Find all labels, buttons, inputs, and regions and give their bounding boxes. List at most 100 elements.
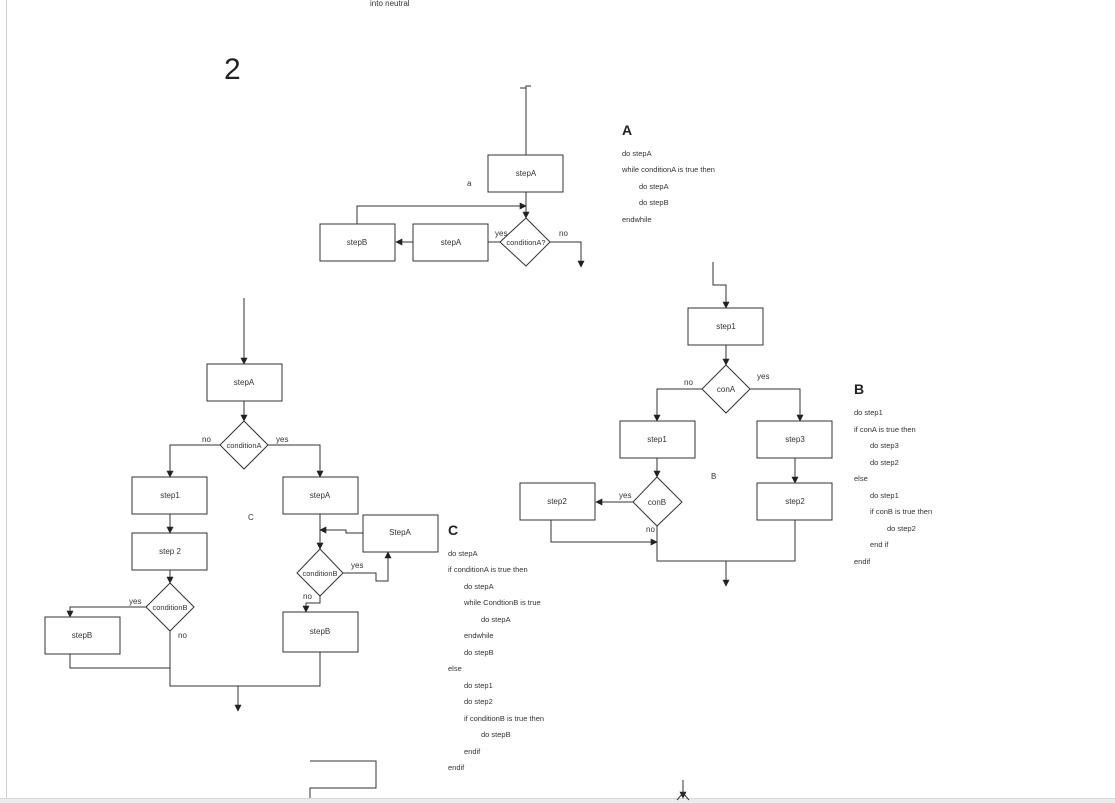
diagram-c-code-line: do stepA	[481, 615, 511, 624]
diagram-c-stepA-top-box	[206, 363, 283, 402]
diagram-a-stepB-box	[319, 223, 396, 262]
diagram-a-lines	[356, 85, 585, 268]
diagram-b-step3-label: step3	[785, 435, 805, 444]
partial-diamond-bottom	[676, 792, 690, 801]
diagram-c-code-line: do stepB	[464, 648, 494, 657]
diagram-c-conditionA-label: conditionA	[226, 441, 261, 450]
diagram-c-code-line: do step1	[464, 681, 493, 690]
diagram-b-no-conB-label: no	[646, 525, 655, 534]
diagram-c-stepB-right-box	[282, 611, 359, 653]
diagram-c-code-line: do stepA	[448, 549, 478, 558]
diagram-b-conB-label: conB	[648, 498, 666, 507]
diagram-b-code-line: do step1	[870, 491, 899, 500]
diagram-c-pseudocode: do stepA if conditionA is true then do s…	[448, 549, 544, 772]
diagram-a-stepA-loop-box	[412, 223, 489, 262]
diagram-b-code-line: do step2	[887, 524, 916, 533]
diagram-c-stepA-top-label: stepA	[234, 378, 255, 387]
diagram-c-conditionB-left-label: conditionB	[152, 603, 187, 612]
diagram-a-stepB-label: stepB	[347, 238, 367, 247]
diagram-a-code-line: do stepA	[622, 149, 652, 158]
diagram-b-code-line: if conB is true then	[870, 507, 932, 516]
diagram-b-yes-conA-label: yes	[757, 372, 769, 381]
diagram-b-code-line: else	[854, 474, 868, 483]
diagram-c-code-line: endwhile	[464, 631, 494, 640]
diagram-c-code-line: do stepB	[481, 730, 511, 739]
diagram-c-yes-condA-label: yes	[276, 435, 288, 444]
diagram-a-decision-label: conditionA?	[506, 238, 545, 247]
diagram-a-code-line: endwhile	[622, 215, 652, 224]
diagram-c-conditionA-diamond	[219, 420, 269, 470]
diagram-a-stepA-label: stepA	[516, 169, 537, 178]
diagram-b-step1-left-box	[619, 420, 696, 459]
diagram-c-stepB-left-label: stepB	[72, 631, 92, 640]
diagram-a-stepA-box	[487, 154, 564, 193]
page-bottom-edge	[0, 798, 1115, 803]
diagram-c-code-line: endif	[464, 747, 481, 756]
diagram-c-StepA-loop-box	[362, 514, 439, 553]
diagram-c-no-condB-left-label: no	[178, 631, 187, 640]
top-note: into neutral	[370, 0, 410, 8]
diagram-b-step1-left-label: step1	[647, 435, 667, 444]
diagram-c-heading: C	[448, 522, 458, 538]
diagram-c-code-line: while CondtionB is true	[463, 598, 541, 607]
diagram-a-no-label: no	[559, 229, 568, 238]
diagram-c-yes-condB-right-label: yes	[351, 561, 363, 570]
diagram-b-lines	[550, 262, 804, 587]
diagram-b-conA-diamond	[701, 364, 751, 414]
page-left-edge	[6, 0, 7, 802]
diagram-b-heading: B	[854, 381, 864, 397]
diagram-c-conditionB-right-label: conditionB	[302, 569, 337, 578]
diagram-a-heading: A	[622, 122, 632, 138]
diagram-c-StepA-loop-label: StepA	[389, 528, 411, 537]
diagram-c-conditionB-right-diamond	[296, 548, 344, 597]
diagram-b-conB-diamond	[632, 476, 683, 527]
diagram-b-conA-label: conA	[717, 385, 736, 394]
diagram-c-no-condB-right-label: no	[303, 592, 312, 601]
diagram-b-no-conA-label: no	[684, 378, 693, 387]
diagram-c-step2-box	[131, 532, 208, 571]
diagram-b-code-line: end if	[870, 540, 889, 549]
diagram-c-step1-label: step1	[160, 491, 180, 500]
diagram-b-yes-conB-label: yes	[619, 491, 631, 500]
page-number: 2	[224, 53, 241, 86]
diagram-b-step2-right-box	[756, 482, 833, 521]
diagram-b-code-line: if conA is true then	[854, 425, 916, 434]
diagram-c-stepB-left-box	[44, 616, 121, 655]
diagram-c-center-label: C	[248, 513, 254, 522]
diagram-c-code-line: endif	[448, 763, 465, 772]
diagram-b-step1-top-box	[687, 307, 764, 346]
diagram-a-yes-label: yes	[495, 229, 507, 238]
diagram-c-no-condA-label: no	[202, 435, 211, 444]
diagram-a-code-line: while conditionA is true then	[621, 165, 715, 174]
diagram-c-step2-label: step 2	[159, 547, 181, 556]
diagram-c-lines	[66, 298, 392, 712]
diagram-a-code-line: do stepA	[639, 182, 669, 191]
diagram-b-step2-left-label: step2	[547, 497, 567, 506]
diagram-c-stepA-right-label: stepA	[310, 491, 331, 500]
diagram-c-code-line: if conditionB is true then	[464, 714, 544, 723]
diagram-a-pseudocode: do stepA while conditionA is true then d…	[621, 149, 715, 224]
diagram-a-decision-diamond	[499, 217, 551, 267]
diagram-a-code-line: do stepB	[639, 198, 669, 207]
diagram-c-stepA-right-box	[282, 476, 359, 515]
diagram-c-stepB-right-label: stepB	[310, 627, 330, 636]
diagram-c-code-line: if conditionA is true then	[448, 565, 528, 574]
partial-box-bottom	[309, 760, 377, 798]
diagram-b-step1-top-label: step1	[716, 322, 736, 331]
diagram-b-step3-box	[756, 420, 833, 459]
diagram-c-code-line: else	[448, 664, 462, 673]
diagram-c-code-line: do step2	[464, 697, 493, 706]
diagram-b-step2-right-label: step2	[785, 497, 805, 506]
diagram-b-code-line: do step3	[870, 441, 899, 450]
stray-label-a: a	[467, 179, 472, 188]
diagram-c-conditionB-left-diamond	[145, 582, 195, 632]
diagram-b-code-line: do step2	[870, 458, 899, 467]
diagram-b-code-line: endif	[854, 557, 871, 566]
diagram-a-stepA-loop-label: stepA	[441, 238, 462, 247]
diagram-c-yes-condB-left-label: yes	[129, 597, 141, 606]
diagram-c-step1-box	[131, 476, 208, 515]
diagram-b-center-label: B	[711, 472, 716, 481]
diagram-c-code-line: do stepA	[464, 582, 494, 591]
